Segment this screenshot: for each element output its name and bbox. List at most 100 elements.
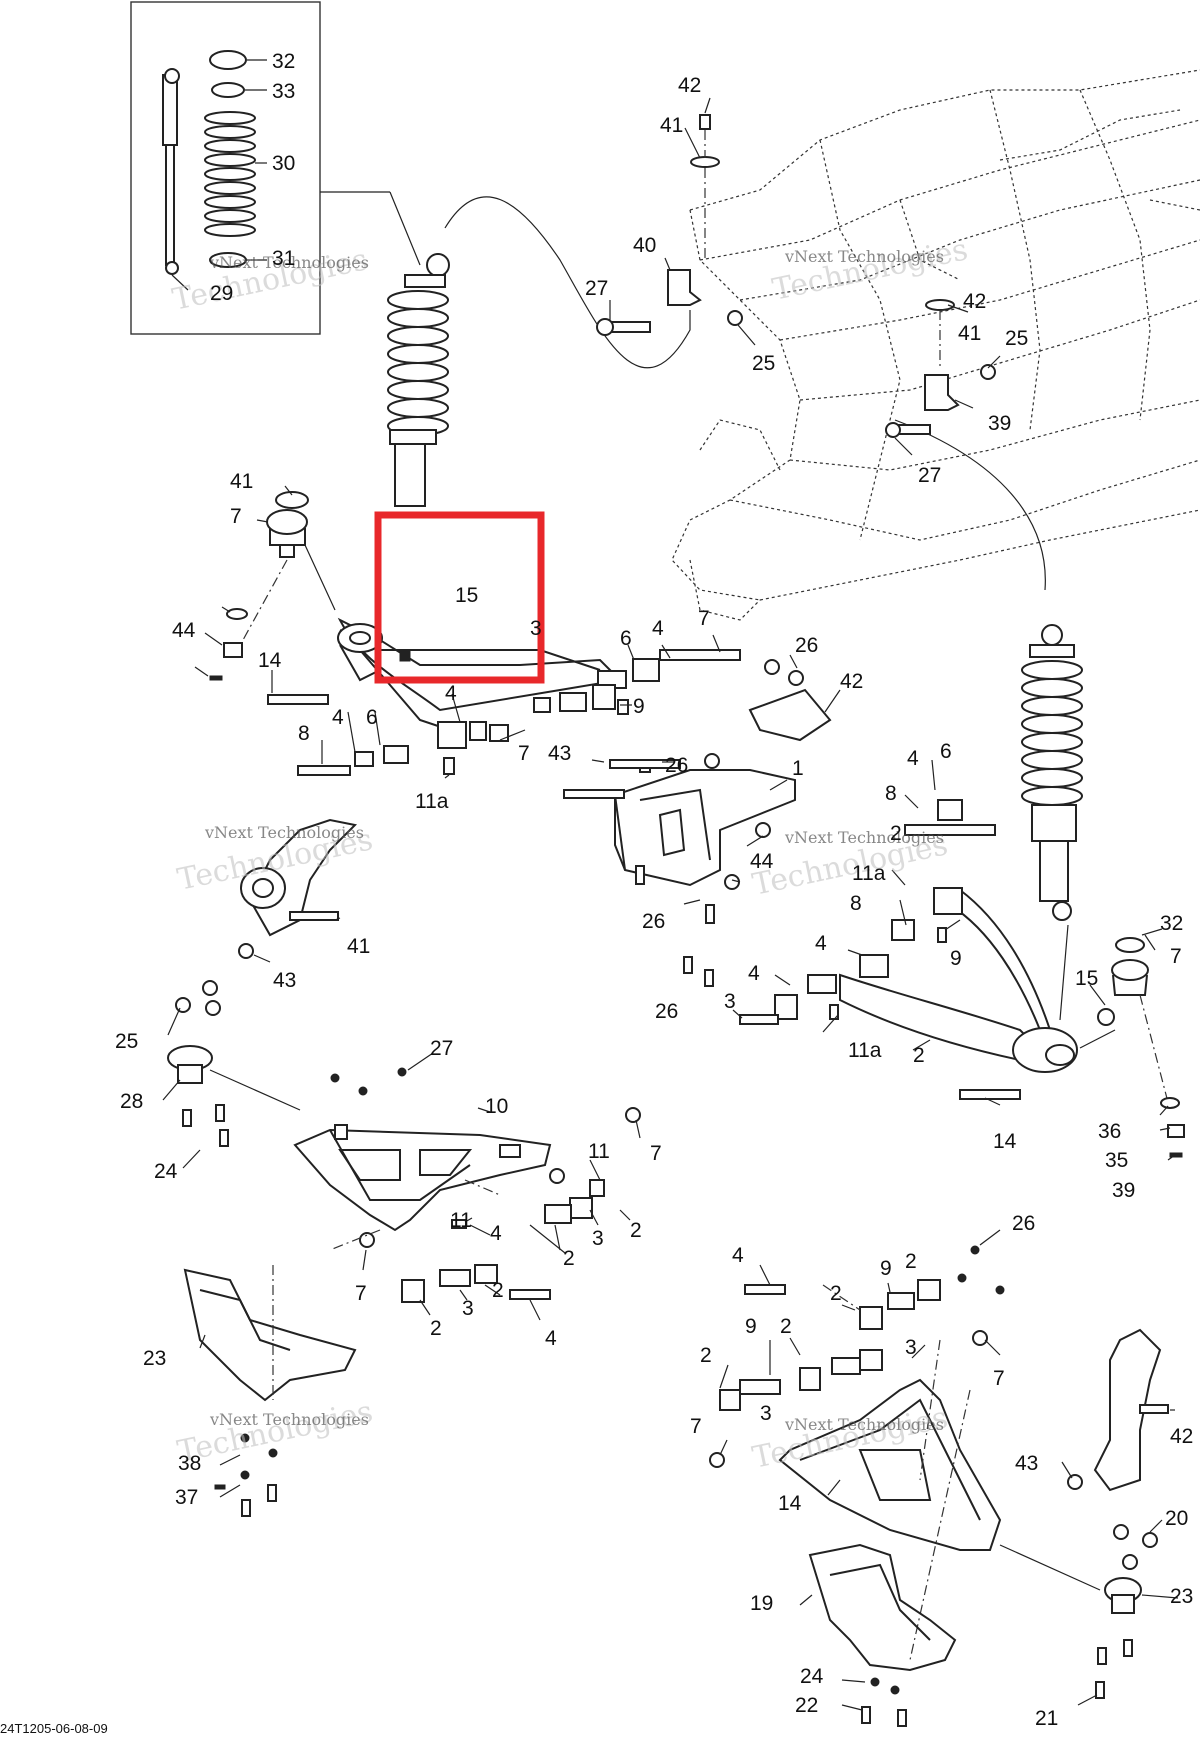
callout-label: 9 [880, 1257, 892, 1280]
watermark-text: Technologies [769, 232, 970, 308]
callout-label: 2 [492, 1279, 504, 1302]
callout-label: 6 [366, 706, 378, 729]
callout-label: 11a [852, 862, 886, 885]
lower-right-a-arm [739, 799, 1185, 1158]
watermark-text: vNext Technologies [784, 828, 944, 847]
upper-left-a-arm [209, 491, 741, 776]
callout-label: 4 [545, 1327, 557, 1350]
callout-label: 42 [1170, 1425, 1193, 1448]
callout-label: 7 [1170, 945, 1182, 968]
callout-label: 4 [907, 747, 919, 770]
drawing-code: 24T1205-06-08-09 [0, 1721, 108, 1736]
callout-label: 2 [780, 1315, 792, 1338]
callout-label: 40 [633, 234, 656, 257]
callout-label: 7 [698, 607, 710, 630]
callout-label: 24 [154, 1160, 178, 1183]
watermark-text: vNext Technologies [209, 1410, 369, 1429]
highlight-box [374, 511, 545, 684]
callout-label: 2 [890, 822, 902, 845]
callout-label: 2 [905, 1250, 917, 1273]
callout-label: 26 [655, 1000, 678, 1023]
callout-label: 42 [678, 74, 701, 97]
callout-label: 23 [143, 1347, 166, 1370]
callout-label: 28 [120, 1090, 143, 1113]
watermark-text: vNext Technologies [209, 253, 369, 272]
watermark-text: vNext Technologies [784, 1415, 944, 1434]
callout-label: 8 [850, 892, 862, 915]
callout-label: 11a [848, 1039, 882, 1062]
callout-label: 24 [800, 1665, 824, 1688]
callout-label: 22 [795, 1694, 818, 1717]
vehicle-frame [671, 69, 1200, 621]
callout-label: 37 [175, 1486, 198, 1509]
callout-label: 42 [963, 290, 986, 313]
callout-label: 7 [230, 505, 242, 528]
callout-label: 3 [905, 1336, 917, 1359]
callout-label: 4 [815, 932, 827, 955]
callout-label: 2 [700, 1344, 712, 1367]
callout-label: 11 [588, 1140, 610, 1163]
callout-label: 6 [940, 740, 952, 763]
frame-brackets [596, 114, 996, 438]
callout-label: 25 [752, 352, 775, 375]
callout-label: 8 [298, 722, 310, 745]
callout-label: 35 [1105, 1149, 1128, 1172]
callout-label: 30 [272, 152, 295, 175]
callout-label: 32 [272, 50, 295, 73]
callout-label: 25 [115, 1030, 138, 1053]
callout-label: 39 [1112, 1179, 1135, 1202]
callout-label: 1 [792, 757, 804, 780]
callout-label: 4 [490, 1222, 502, 1245]
left-coilover-shock [387, 196, 691, 507]
callout-label: 43 [273, 969, 296, 992]
callout-label: 32 [1160, 912, 1183, 935]
callout-label: 4 [445, 682, 457, 705]
skid-plate-left [183, 1265, 357, 1517]
callout-label: 11 [450, 1209, 472, 1232]
callout-label: 41 [347, 935, 370, 958]
callout-label: 29 [210, 282, 233, 305]
watermarks: Technologies vNext Technologies Technolo… [169, 232, 970, 1476]
callout-label: 39 [988, 412, 1011, 435]
callout-label: 4 [732, 1244, 744, 1267]
callout-label: 26 [642, 910, 665, 933]
callout-label: 44 [750, 850, 774, 873]
callout-label: 9 [745, 1315, 757, 1338]
callout-label: 8 [885, 782, 897, 805]
callout-label: 6 [620, 627, 632, 650]
leader-lines [162, 97, 1179, 1711]
lower-left-a-arm [167, 980, 641, 1303]
callout-label: 23 [1170, 1585, 1193, 1608]
callout-label: 44 [172, 619, 196, 642]
callout-label: 9 [633, 695, 645, 718]
callout-label: 43 [548, 742, 571, 765]
callout-label: 2 [630, 1219, 642, 1242]
callout-label: 41 [958, 322, 981, 345]
callout-label: 4 [652, 617, 664, 640]
callout-label: 7 [355, 1282, 367, 1305]
callout-label: 27 [918, 464, 941, 487]
callout-label: 26 [795, 634, 818, 657]
callout-label: 7 [650, 1142, 662, 1165]
callout-label: 27 [430, 1037, 453, 1060]
callout-label: 9 [950, 947, 962, 970]
shock-inset [130, 1, 421, 335]
callout-label: 3 [592, 1227, 604, 1250]
watermark-text: vNext Technologies [784, 247, 944, 266]
callout-label: 43 [1015, 1452, 1038, 1475]
callout-label: 4 [332, 706, 344, 729]
callout-label: 36 [1098, 1120, 1121, 1143]
callout-label: 20 [1165, 1507, 1188, 1530]
right-coilover-shock [894, 419, 1083, 1021]
callout-label: 27 [585, 277, 608, 300]
callout-label: 3 [530, 617, 542, 640]
callout-label: 7 [993, 1367, 1005, 1390]
callout-label: 3 [724, 990, 736, 1013]
callout-label: 2 [563, 1247, 575, 1270]
callout-label: 25 [1005, 327, 1028, 350]
watermark-text: vNext Technologies [204, 823, 364, 842]
callout-label: 14 [258, 649, 282, 672]
callout-label: 19 [750, 1592, 773, 1615]
callout-label: 4 [748, 962, 760, 985]
callout-label: 41 [230, 470, 253, 493]
